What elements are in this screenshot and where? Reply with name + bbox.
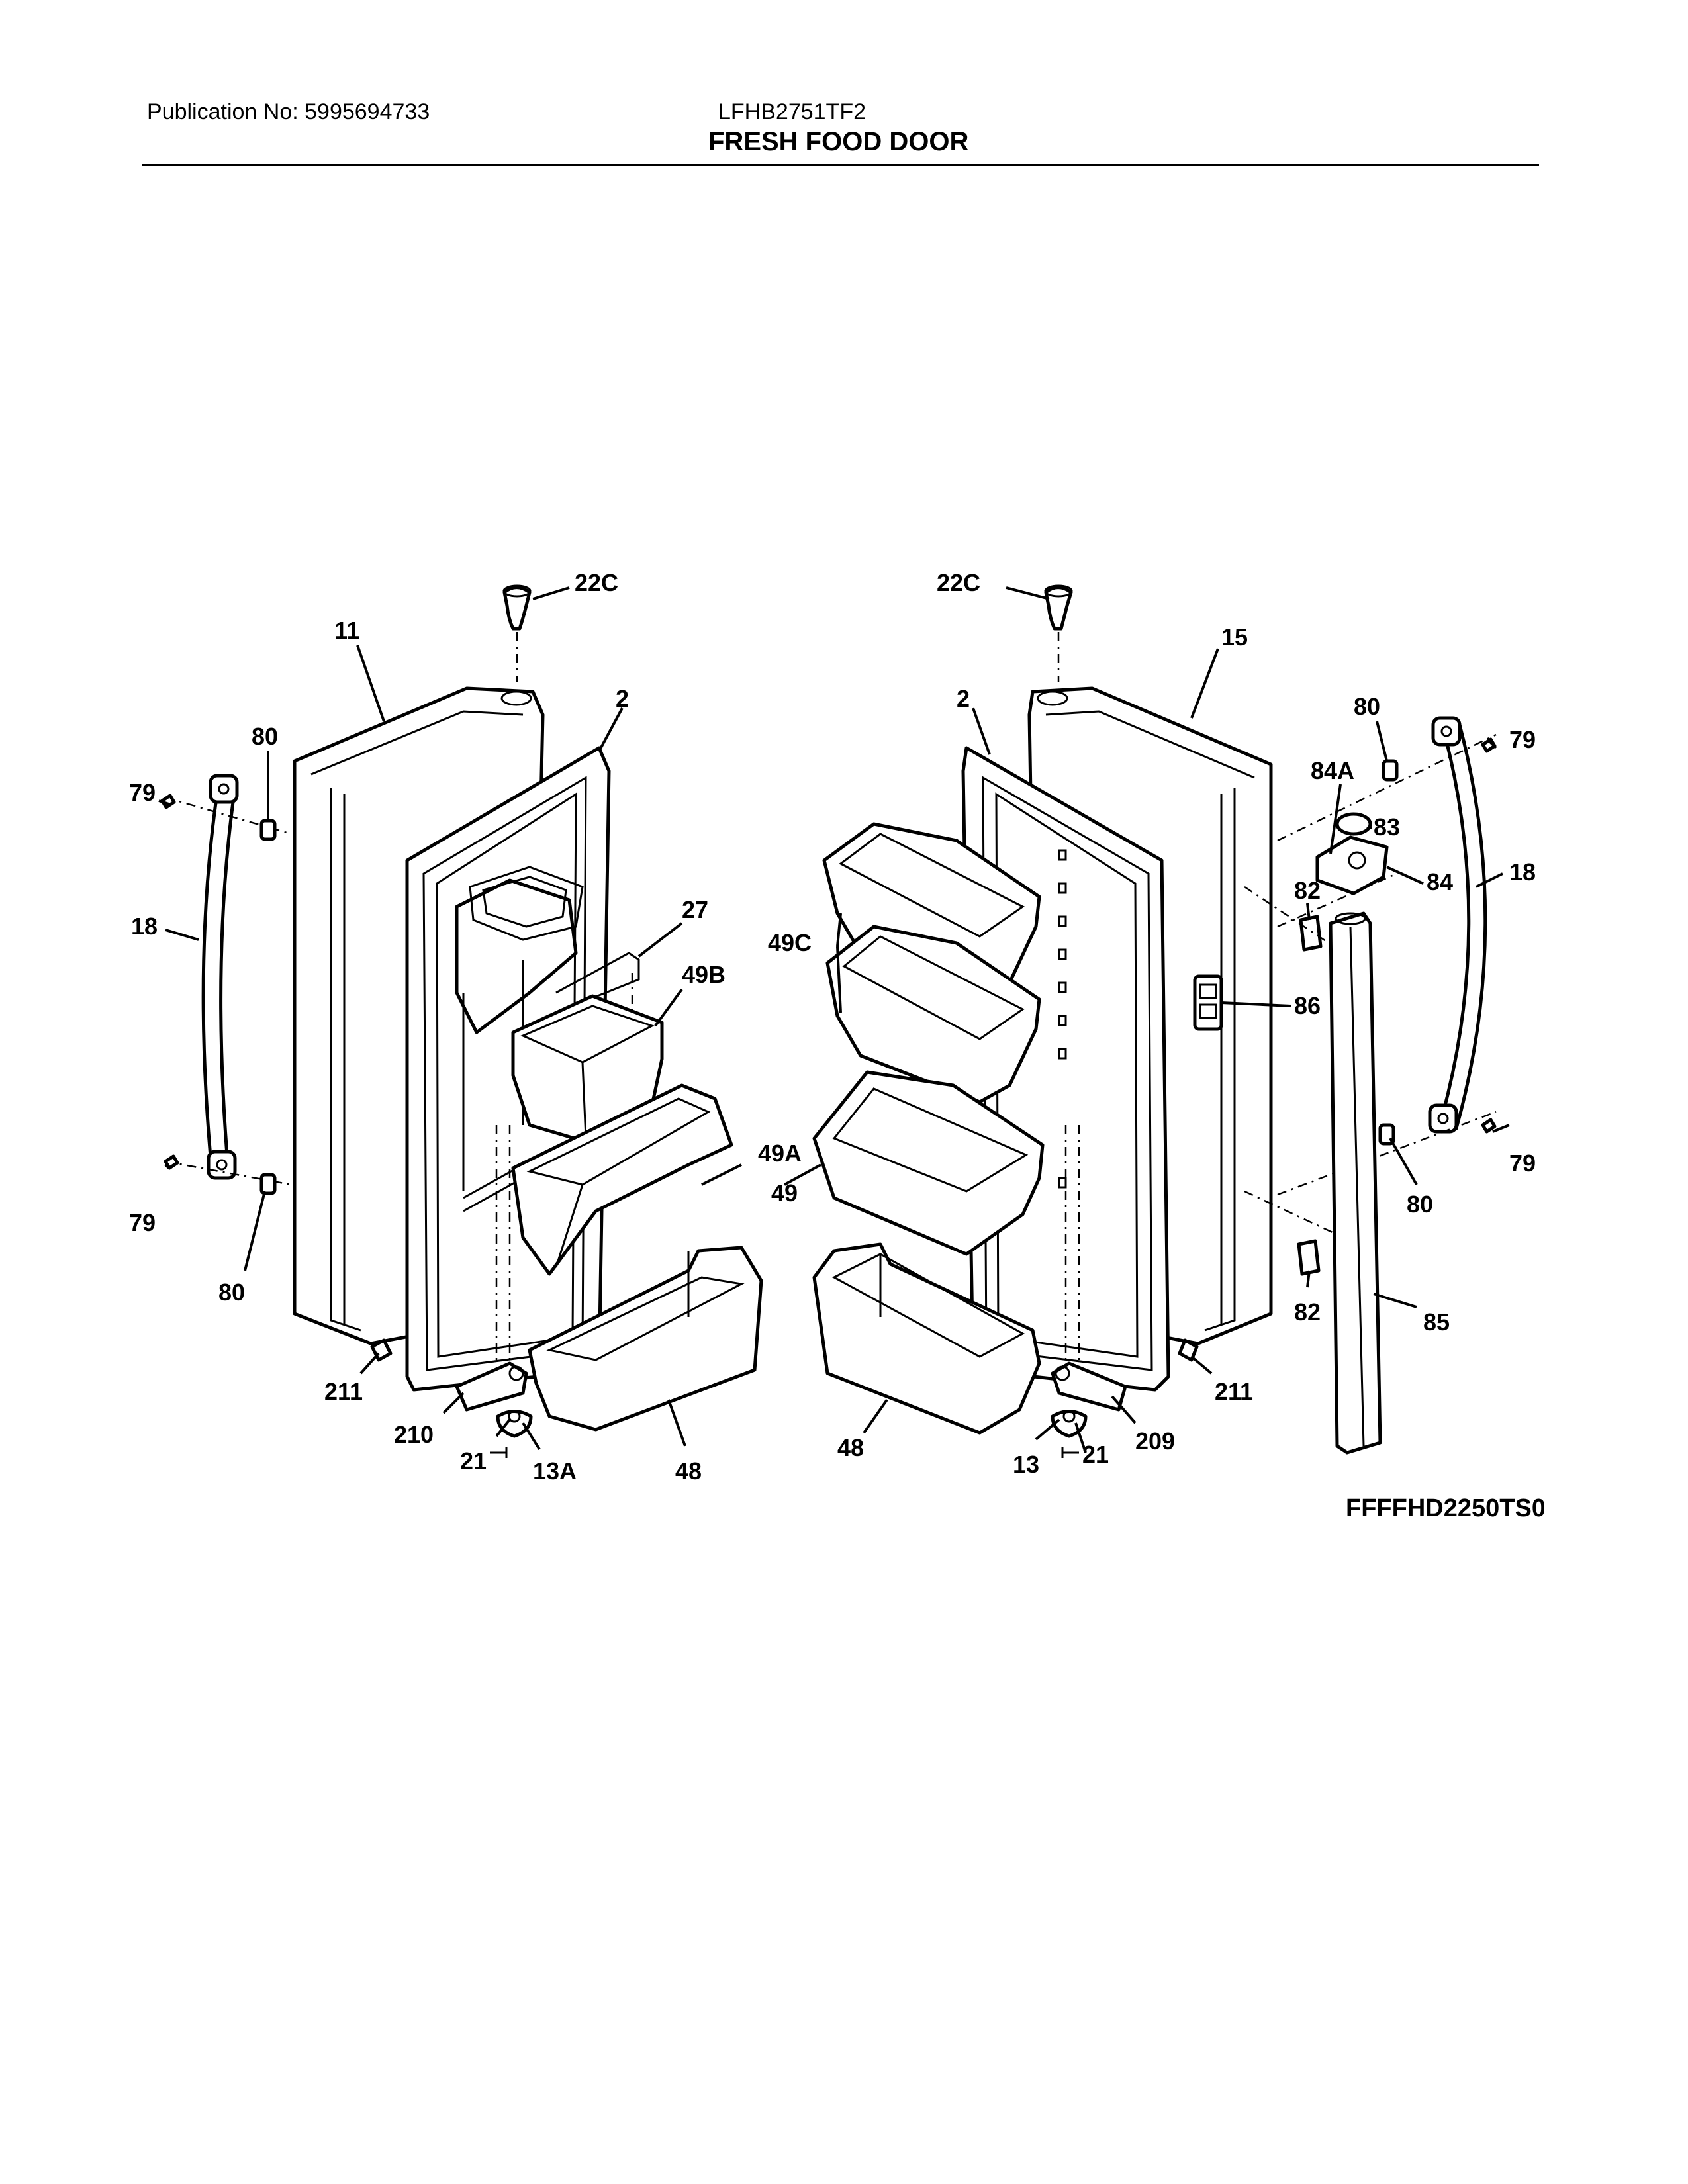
callout-label: 79 <box>129 779 156 806</box>
right-hinge-cap-22c <box>1044 584 1073 682</box>
callout-label: 49A <box>758 1140 802 1167</box>
callout-label: 210 <box>394 1421 434 1448</box>
publication-number: Publication No: 5995694733 <box>147 99 430 124</box>
callout-leaders <box>158 586 1510 1453</box>
model-number: LFHB2751TF2 <box>718 99 866 124</box>
callout-label: 79 <box>1509 1150 1536 1177</box>
callout-label: 80 <box>1407 1191 1433 1218</box>
page-title: FRESH FOOD DOOR <box>708 127 969 156</box>
callout-label: 49B <box>682 961 726 988</box>
left-door-assembly <box>293 686 611 1392</box>
callout-label: 21 <box>1082 1441 1109 1468</box>
callout-label: 209 <box>1135 1428 1175 1455</box>
shelf-retainer-slots <box>1058 849 1067 1189</box>
callout-label: 18 <box>131 913 158 940</box>
callout-label: 13A <box>533 1457 577 1484</box>
callout-label: 79 <box>129 1209 156 1236</box>
callout-label: 11 <box>334 617 359 644</box>
bin-49b <box>511 994 664 1144</box>
bin-48-left <box>528 1246 763 1432</box>
callout-label: 18 <box>1509 858 1536 886</box>
callout-label: 85 <box>1423 1308 1450 1336</box>
bin-48-right <box>812 1242 1041 1435</box>
left-hinge-cap-22c <box>502 584 532 682</box>
callout-label: 22C <box>575 569 618 596</box>
callout-label: 83 <box>1374 813 1400 841</box>
callout-label: 22C <box>937 569 980 596</box>
callout-label: 27 <box>682 896 708 923</box>
right-handle-18 <box>1277 716 1497 1196</box>
diagram-code: FFFFHD2250TS0 <box>1346 1494 1544 1522</box>
left-handle-18 <box>165 774 292 1186</box>
callout-label: 79 <box>1509 726 1536 753</box>
callout-label: 48 <box>837 1434 864 1461</box>
callout-label: 48 <box>675 1457 702 1484</box>
bin-49 <box>812 1070 1045 1256</box>
callout-label: 49 <box>771 1179 798 1206</box>
callout-label: 211 <box>324 1378 363 1405</box>
callout-label: 2 <box>616 685 629 712</box>
callout-label: 84A <box>1311 757 1354 784</box>
shelf-wire-27 <box>555 952 640 1014</box>
callout-label: 21 <box>460 1447 487 1475</box>
callout-label: 49C <box>768 929 812 956</box>
callout-label: 84 <box>1427 868 1453 895</box>
callout-label: 80 <box>1354 693 1380 720</box>
callout-label: 82 <box>1294 877 1321 904</box>
callout-label: 2 <box>957 685 970 712</box>
callout-labels: 22C 11 2 80 79 18 27 49B 49A 79 80 211 2… <box>129 569 1536 1484</box>
callout-label: 80 <box>218 1279 245 1306</box>
header-divider <box>142 164 1539 166</box>
callout-label: 86 <box>1294 992 1321 1019</box>
trim-strip-85 <box>1329 911 1382 1455</box>
bins-49c <box>822 822 1041 1104</box>
callout-label: 13 <box>1013 1451 1039 1478</box>
callout-label: 15 <box>1221 623 1248 651</box>
hinge-bracket-84a <box>1277 812 1397 928</box>
callout-label: 80 <box>252 723 278 750</box>
callout-label: 82 <box>1294 1298 1321 1326</box>
callout-label: 211 <box>1215 1378 1253 1405</box>
bin-49a <box>511 1083 733 1276</box>
right-bottom-hinge-parts <box>1051 1125 1199 1458</box>
mount-plates-82 <box>1244 886 1344 1276</box>
